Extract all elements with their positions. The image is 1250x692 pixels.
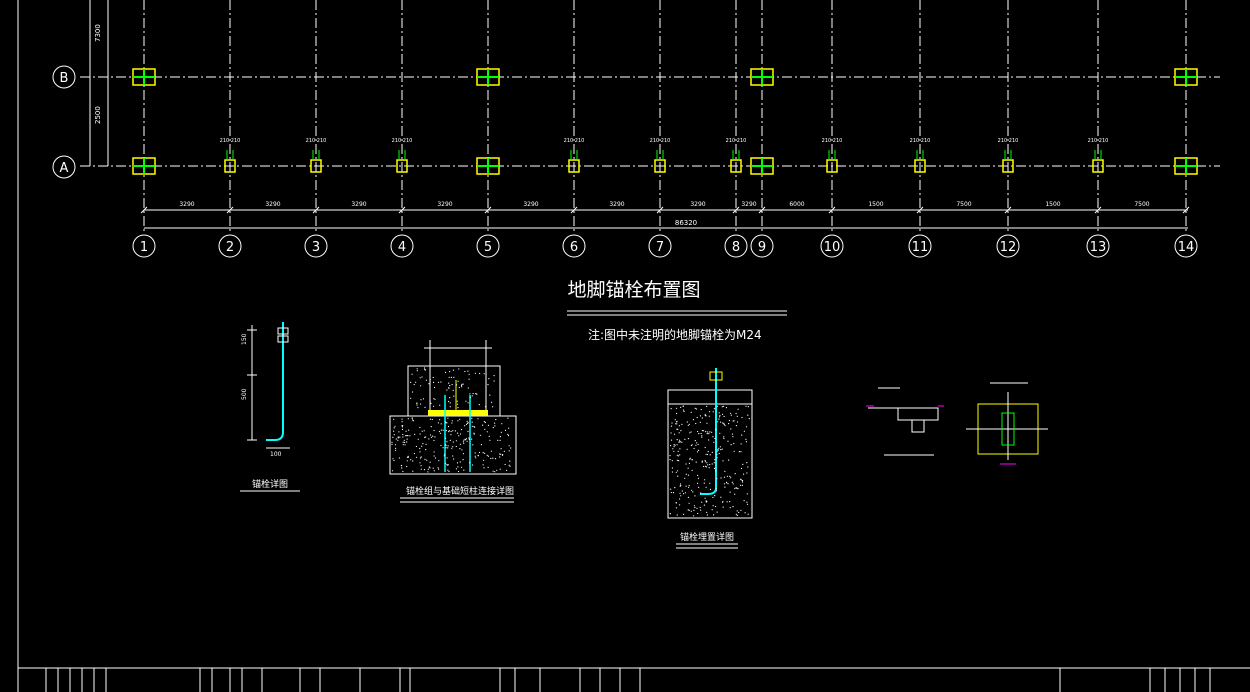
bolt-spacing-label: 210 210 xyxy=(1088,138,1109,144)
axis-bubble-label: 14 xyxy=(1178,240,1195,255)
bolt-spacing-label: 210 210 xyxy=(306,138,327,144)
axis-bubble-4[interactable]: 4 xyxy=(390,234,414,258)
axis-bubble-12[interactable]: 12 xyxy=(996,234,1020,258)
bolt-spacing-label: 210 210 xyxy=(392,138,413,144)
concrete-hatch-2 xyxy=(391,367,512,473)
column-a-5[interactable] xyxy=(476,157,500,175)
axis-bubble-label: 13 xyxy=(1090,240,1107,255)
spacing-labels: 3290 3290 3290 3290 3290 3290 3290 3290 6000 1500… xyxy=(179,201,1149,208)
drawing-title: 地脚锚栓布置图 xyxy=(567,279,700,301)
axis-bubble-2[interactable]: 2 xyxy=(218,234,242,258)
bolt-spacing-label: 210 210 xyxy=(998,138,1019,144)
spacing-label: 7500 xyxy=(1134,201,1149,208)
axis-bubble-b-label: B xyxy=(60,71,69,86)
axis-bubble-14[interactable]: 14 xyxy=(1174,234,1198,258)
column-a-1[interactable] xyxy=(132,157,156,175)
column-b-5[interactable] xyxy=(476,68,500,86)
total-dimension-label: 86320 xyxy=(675,219,697,227)
bolt-spacing-label: 210 210 xyxy=(564,138,585,144)
spacing-label: 1500 xyxy=(1045,201,1060,208)
spacing-label: 3290 xyxy=(437,201,452,208)
axis-bubble-label: 11 xyxy=(912,240,929,255)
spacing-label: 7500 xyxy=(956,201,971,208)
spacing-label: 3290 xyxy=(523,201,538,208)
column-a-4[interactable]: 210 210 xyxy=(392,138,413,173)
detail-caption-2: 锚栓组与基础短柱连接详图 xyxy=(406,485,514,497)
column-a-6[interactable]: 210 210 xyxy=(564,138,585,173)
spacing-label: 1500 xyxy=(868,201,883,208)
spacing-label: 6000 xyxy=(789,201,804,208)
column-a-2[interactable]: 210 210 xyxy=(220,138,241,173)
title-block xyxy=(45,668,1211,692)
detail-caption-1: 锚栓详图 xyxy=(252,478,288,490)
axis-bubble-label: 7 xyxy=(656,240,664,255)
drawing-note: 注:图中未注明的地脚锚栓为M24 xyxy=(588,327,762,342)
axis-bubble-13[interactable]: 13 xyxy=(1086,234,1110,258)
spacing-label: 3290 xyxy=(609,201,624,208)
axis-bubble-10[interactable]: 10 xyxy=(820,234,844,258)
column-a-11[interactable]: 210 210 xyxy=(910,138,931,173)
detail-caption-3: 锚栓埋置详图 xyxy=(680,531,734,543)
axis-bubble-label: 10 xyxy=(824,240,841,255)
axis-bubble-8[interactable]: 8 xyxy=(724,234,748,258)
axis-bubble-label: 5 xyxy=(484,240,492,255)
bolt-spacing-label: 210 210 xyxy=(910,138,931,144)
axis-bubble-1[interactable]: 1 xyxy=(132,234,156,258)
axis-bubble-3[interactable]: 3 xyxy=(304,234,328,258)
mid-dimension-label: 2500 xyxy=(94,106,102,124)
spacing-label: 3290 xyxy=(741,201,756,208)
axis-bubble-5[interactable]: 5 xyxy=(476,234,500,258)
axis-bubble-label: 3 xyxy=(312,240,320,255)
column-markers: 210 210 210 210 210 210 210 210 210 210 210 2… xyxy=(132,68,1198,175)
column-a-13[interactable]: 210 210 xyxy=(1088,138,1109,173)
vertical-grid-lines xyxy=(140,0,1190,232)
anchor-dim-500: 500 xyxy=(241,388,248,400)
axis-bubble-label: 6 xyxy=(570,240,578,255)
detail-bolt-group[interactable]: 锚栓组与基础短柱连接详图 xyxy=(389,340,517,503)
spacing-label: 3290 xyxy=(265,201,280,208)
axis-bubble-9[interactable]: 9 xyxy=(750,234,774,258)
bolt-spacing-label: 210 210 xyxy=(822,138,843,144)
axis-bubble-label: 4 xyxy=(398,240,406,255)
column-a-10[interactable]: 210 210 xyxy=(822,138,843,173)
column-b-1[interactable] xyxy=(132,68,156,86)
column-a-8[interactable]: 210 210 xyxy=(726,138,747,173)
axis-bubble-label: 1 xyxy=(140,240,148,255)
detail-anchor-bolt[interactable]: 150 500 100 锚栓详图 xyxy=(240,322,300,492)
axis-bubble-a[interactable]: A xyxy=(52,155,76,179)
spacing-label: 3290 xyxy=(690,201,705,208)
detail-anchor-embed[interactable]: 锚栓埋置详图 xyxy=(667,368,753,549)
spacing-label: 3290 xyxy=(351,201,366,208)
spacing-label: 3290 xyxy=(179,201,194,208)
axis-bubble-7[interactable]: 7 xyxy=(648,234,672,258)
axis-bubble-b[interactable]: B xyxy=(52,65,76,89)
concrete-hatch-3 xyxy=(669,405,750,517)
axis-bubble-label: 8 xyxy=(732,240,740,255)
anchor-dim-100: 100 xyxy=(270,451,282,458)
axis-bubble-a-label: A xyxy=(60,161,69,176)
column-a-14[interactable] xyxy=(1174,157,1198,175)
column-a-3[interactable]: 210 210 xyxy=(306,138,327,173)
axis-bubble-11[interactable]: 11 xyxy=(908,234,932,258)
axis-bubble-6[interactable]: 6 xyxy=(562,234,586,258)
axis-bubble-label: 12 xyxy=(1000,240,1017,255)
bolt-spacing-label: 210 210 xyxy=(220,138,241,144)
axis-bubble-label: 9 xyxy=(758,240,766,255)
detail-shear-key[interactable] xyxy=(866,387,944,456)
detail-base-plate-plan[interactable] xyxy=(966,382,1048,465)
bolt-spacing-label: 210 210 xyxy=(650,138,671,144)
bolt-spacing-label: 210 210 xyxy=(726,138,747,144)
column-b-14[interactable] xyxy=(1174,68,1198,86)
anchor-dim-150: 150 xyxy=(241,333,248,345)
column-b-9[interactable] xyxy=(750,68,774,86)
column-a-9[interactable] xyxy=(750,157,774,175)
upper-dimension-label: 7300 xyxy=(94,24,102,42)
axis-bubble-label: 2 xyxy=(226,240,234,255)
column-a-12[interactable]: 210 210 xyxy=(998,138,1019,173)
column-a-7[interactable]: 210 210 xyxy=(650,138,671,173)
